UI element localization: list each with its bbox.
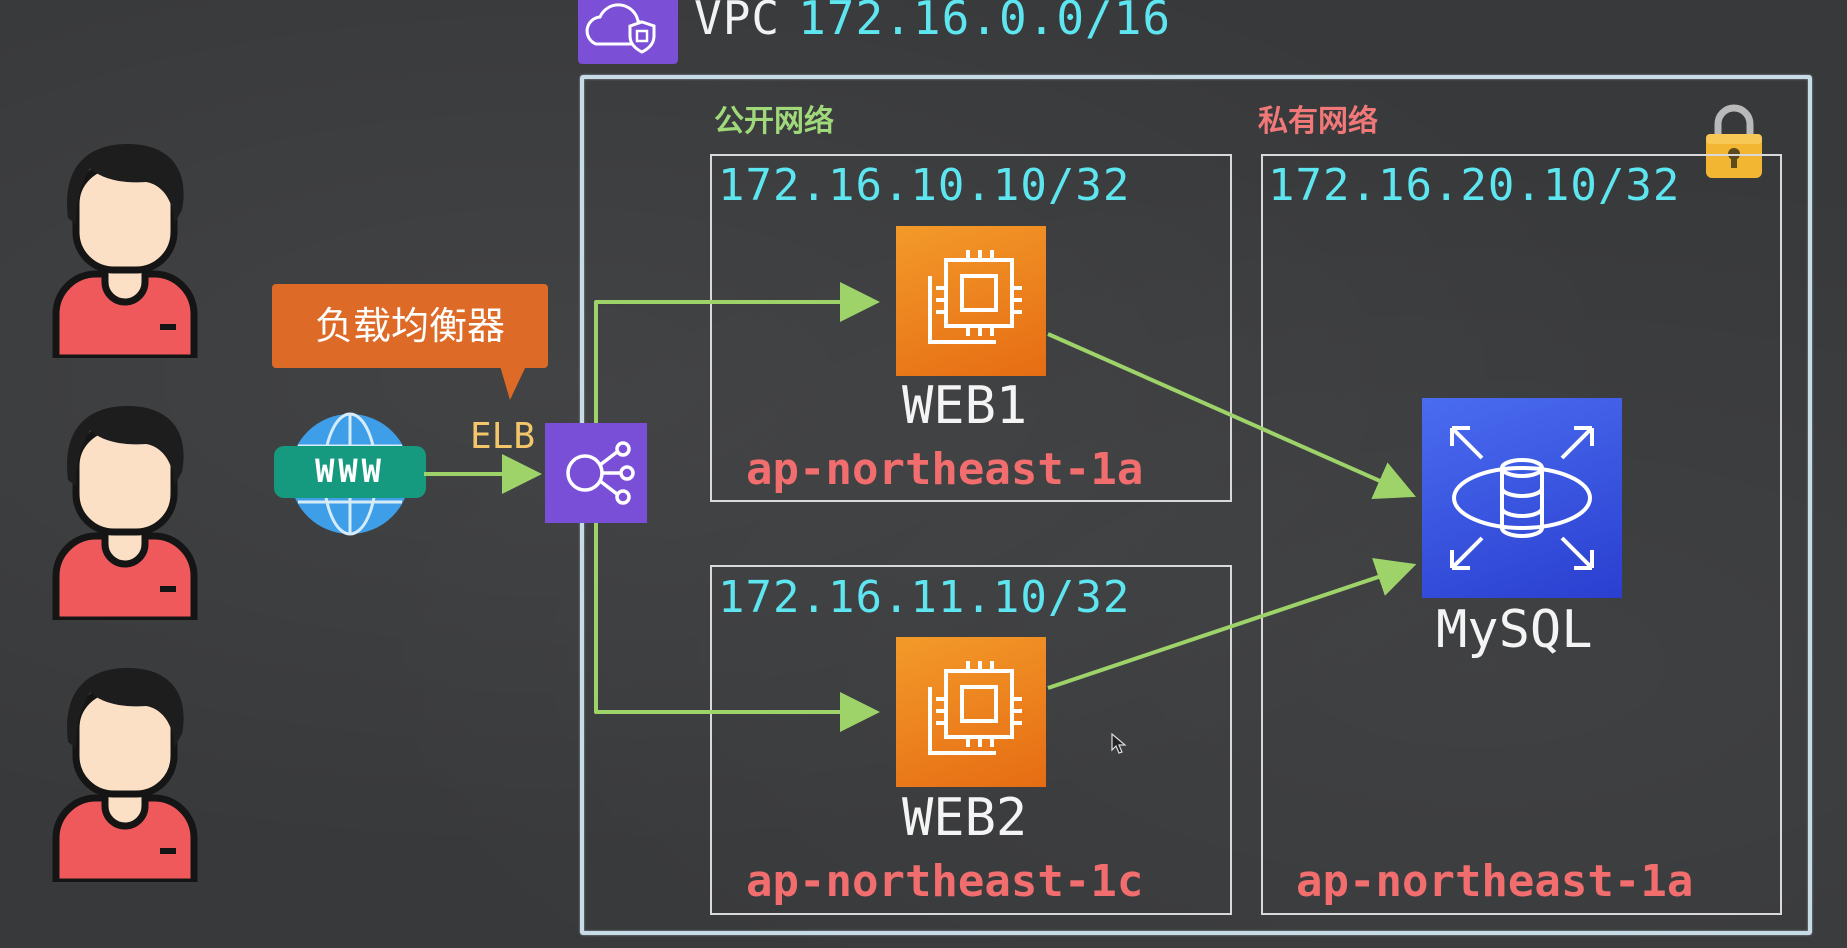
public-network-label: 公开网络 [714,104,834,139]
www-label: WWW [315,452,385,490]
vpc-icon [578,0,678,64]
ec2-chip-icon [896,226,1046,376]
user-avatar-icon [50,662,200,886]
user-avatar-icon [50,400,200,624]
mouse-cursor-icon [1111,732,1127,755]
vpc-cidr: 172.16.0.0/16 [798,0,1172,45]
az-label: ap-northeast-1a [1296,856,1694,907]
private-network-label: 私有网络 [1258,104,1378,139]
globe-icon [270,410,430,538]
rds-database-icon [1422,398,1622,598]
vpc-title: VPC 172.16.0.0/16 [694,0,1171,48]
subnet-db [1261,154,1782,915]
subnet-web2 [710,565,1232,915]
elb-network-icon [545,423,647,523]
az-label: ap-northeast-1a [746,444,1144,495]
elb-label: ELB [470,416,536,457]
subnet-cidr: 172.16.20.10/32 [1268,160,1681,211]
host-label-web2: WEB2 [902,788,1028,848]
ec2-chip-icon [896,637,1046,787]
az-label: ap-northeast-1c [746,856,1144,907]
load-balancer-callout-text: 负载均衡器 [314,304,505,348]
host-label-web1: WEB1 [902,376,1028,436]
subnet-cidr: 172.16.10.10/32 [718,160,1131,211]
vpc-label: VPC [694,0,781,45]
user-avatar-icon [50,138,200,362]
host-label-mysql: MySQL [1436,600,1593,660]
lock-icon [1702,98,1766,182]
subnet-cidr: 172.16.11.10/32 [718,572,1131,623]
load-balancer-callout [272,284,548,400]
